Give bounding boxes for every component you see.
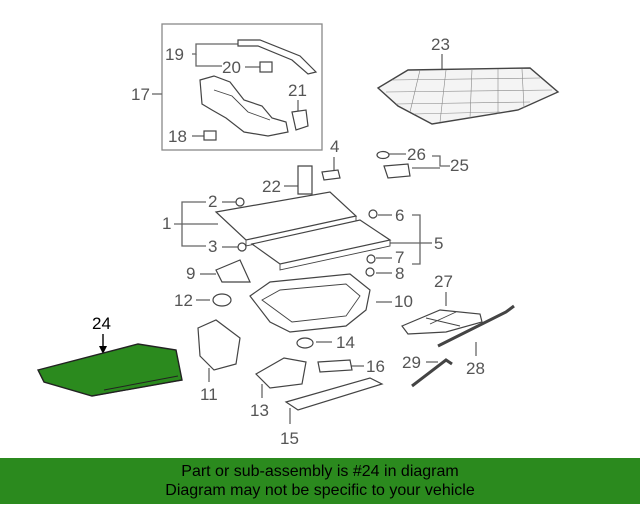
callout-11[interactable]: 11	[200, 385, 218, 404]
part-22-bracket[interactable]	[297, 165, 313, 195]
banner-line-1: Part or sub-assembly is #24 in diagram	[181, 463, 459, 480]
part-26-clip[interactable]	[376, 150, 390, 160]
parts-diagram: 17 19 20 21 18 23 26 25 4 22 1 2 3	[36, 23, 560, 448]
part-19-trim-strip[interactable]	[237, 39, 318, 75]
part-21-bracket[interactable]	[291, 109, 309, 131]
callout-18[interactable]: 18	[168, 127, 187, 146]
group-17-box	[161, 23, 323, 151]
callout-1[interactable]: 1	[162, 214, 171, 233]
part-18-clip[interactable]	[203, 130, 217, 141]
part-10-storage-tray[interactable]	[249, 273, 371, 333]
callout-28[interactable]: 28	[466, 359, 485, 378]
part-23-cargo-net[interactable]	[376, 67, 560, 125]
part-13-jack-holder[interactable]	[255, 357, 307, 389]
callout-13[interactable]: 13	[250, 401, 269, 420]
part-25-hook[interactable]	[383, 163, 411, 179]
part-15-scuff-plate[interactable]	[284, 377, 384, 411]
callout-5[interactable]: 5	[434, 234, 443, 253]
callout-26[interactable]: 26	[407, 145, 426, 164]
callout-7[interactable]: 7	[395, 248, 404, 267]
callout-19[interactable]: 19	[165, 45, 184, 64]
callout-29[interactable]: 29	[402, 353, 421, 372]
part-9-cover[interactable]	[215, 259, 251, 283]
part-12-hold-down[interactable]	[212, 293, 232, 307]
part-14-clip[interactable]	[296, 337, 314, 349]
callout-14[interactable]: 14	[336, 333, 355, 352]
part-11-box[interactable]	[197, 319, 241, 371]
callout-24[interactable]: 24	[92, 314, 111, 333]
callout-16[interactable]: 16	[366, 357, 385, 376]
info-banner: Part or sub-assembly is #24 in diagram D…	[0, 458, 640, 504]
callout-25[interactable]: 25	[450, 156, 469, 175]
part-20-clip[interactable]	[259, 61, 273, 73]
part-6-clip[interactable]	[368, 209, 378, 219]
part-8-clip[interactable]	[365, 267, 375, 277]
part-2-clip[interactable]	[235, 197, 245, 207]
callout-23[interactable]: 23	[431, 35, 450, 54]
callout-3[interactable]: 3	[208, 237, 217, 256]
callout-17[interactable]: 17	[131, 85, 150, 104]
callout-10[interactable]: 10	[394, 292, 413, 311]
callout-21[interactable]: 21	[288, 81, 307, 100]
callout-15[interactable]: 15	[280, 429, 299, 448]
part-24-tonneau-cover[interactable]	[36, 343, 183, 397]
part-17-side-trim-panel[interactable]	[199, 75, 289, 137]
callout-2[interactable]: 2	[208, 192, 217, 211]
callout-22[interactable]: 22	[262, 177, 281, 196]
callout-4[interactable]: 4	[330, 137, 339, 156]
callout-27[interactable]: 27	[434, 272, 453, 291]
part-16-pad[interactable]	[317, 359, 353, 373]
callout-9[interactable]: 9	[186, 264, 195, 283]
banner-line-2: Diagram may not be specific to your vehi…	[165, 482, 475, 499]
part-3-clip[interactable]	[237, 242, 247, 252]
callout-6[interactable]: 6	[395, 206, 404, 225]
part-29-rod[interactable]	[411, 358, 453, 388]
part-7-washer[interactable]	[366, 254, 376, 264]
callout-20[interactable]: 20	[222, 58, 241, 77]
callout-8[interactable]: 8	[395, 264, 404, 283]
callout-12[interactable]: 12	[174, 291, 193, 310]
part-4-cover[interactable]	[321, 169, 341, 181]
part-28-jack-handle[interactable]	[437, 304, 515, 348]
